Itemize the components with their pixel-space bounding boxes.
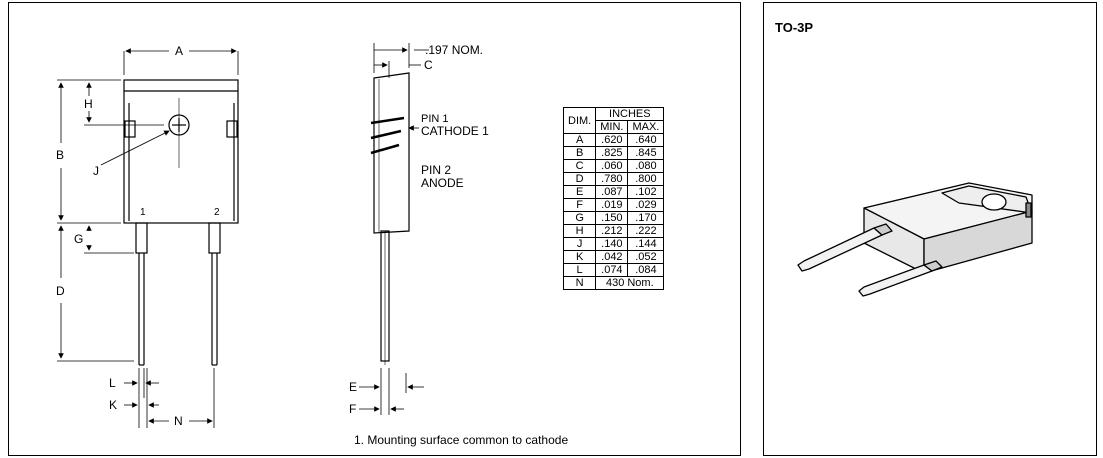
dim-cell: C xyxy=(562,159,597,173)
min-cell: .825 xyxy=(595,146,629,160)
header-min: MIN. xyxy=(595,120,629,134)
label-G: G xyxy=(74,232,83,246)
dim-cell: A xyxy=(562,133,597,147)
pin2-line2: ANODE xyxy=(421,176,464,190)
nom-cell: 430 Nom. xyxy=(595,276,665,290)
package-body-front xyxy=(123,79,239,224)
max-cell: .144 xyxy=(627,237,665,251)
table-row: C.060.080 xyxy=(562,159,665,173)
label-D: D xyxy=(56,284,65,298)
pin1-line2: CATHODE 1 xyxy=(421,124,489,138)
dim-cell: K xyxy=(562,250,597,264)
min-cell: .150 xyxy=(595,211,629,225)
dim-cell: H xyxy=(562,224,597,238)
package-body-side xyxy=(373,72,410,234)
max-cell: .800 xyxy=(627,172,665,186)
dim-cell: B xyxy=(562,146,597,160)
side-nom-label: .197 NOM. xyxy=(425,43,483,57)
min-cell: .140 xyxy=(595,237,629,251)
pin-number-1: 1 xyxy=(140,207,146,218)
min-cell: .780 xyxy=(595,172,629,186)
outline-drawing: A B H G D J L K N 1 2 .197 NOM. C PIN 1 … xyxy=(56,43,489,428)
dim-cell: J xyxy=(562,237,597,251)
max-cell: .052 xyxy=(627,250,665,264)
dim-cell: D xyxy=(562,172,597,186)
dim-cell: G xyxy=(562,211,597,225)
table-row: H.212.222 xyxy=(562,224,665,238)
dim-cell: E xyxy=(562,185,597,199)
max-cell: .222 xyxy=(627,224,665,238)
dimension-table: DIM. INCHES MIN. MAX. A.620.640 B.825.84… xyxy=(562,107,665,290)
header-max: MAX. xyxy=(627,120,665,134)
min-cell: .019 xyxy=(595,198,629,212)
min-cell: .620 xyxy=(595,133,629,147)
table-row: D.780.800 xyxy=(562,172,665,186)
max-cell: .102 xyxy=(627,185,665,199)
pin1-line1: PIN 1 xyxy=(421,113,449,125)
max-cell: .170 xyxy=(627,211,665,225)
footnote: 1. Mounting surface common to cathode xyxy=(354,433,569,447)
label-E: E xyxy=(349,380,357,394)
table-row: L.074.084 xyxy=(562,263,665,277)
max-cell: .640 xyxy=(627,133,665,147)
label-A: A xyxy=(175,44,183,58)
label-B: B xyxy=(56,148,64,162)
min-cell: .212 xyxy=(595,224,629,238)
package-3d-illustration xyxy=(797,182,1033,297)
label-J: J xyxy=(93,164,99,178)
header-dim: DIM. xyxy=(562,107,597,134)
table-row: J.140.144 xyxy=(562,237,665,251)
min-cell: .087 xyxy=(595,185,629,199)
max-cell: .080 xyxy=(627,159,665,173)
label-K: K xyxy=(109,398,117,412)
table-row: G.150.170 xyxy=(562,211,665,225)
table-row: A.620.640 xyxy=(562,133,665,147)
table-row: K.042.052 xyxy=(562,250,665,264)
table-row: E.087.102 xyxy=(562,185,665,199)
dim-cell: F xyxy=(562,198,597,212)
table-row: F.019.029 xyxy=(562,198,665,212)
max-cell: .029 xyxy=(627,198,665,212)
label-N: N xyxy=(174,414,183,428)
package-illustration-panel: TO-3P xyxy=(763,2,1097,456)
dimension-drawing-panel: A B H G D J L K N 1 2 .197 NOM. C PIN 1 … xyxy=(8,2,741,456)
header-inches: INCHES xyxy=(595,107,665,121)
label-L: L xyxy=(109,376,116,390)
max-cell: .084 xyxy=(627,263,665,277)
dim-cell: L xyxy=(562,263,597,277)
min-cell: .074 xyxy=(595,263,629,277)
pin2-line1: PIN 2 xyxy=(421,163,451,177)
min-cell: .042 xyxy=(595,250,629,264)
label-C: C xyxy=(424,58,433,72)
dim-cell: N xyxy=(562,276,597,290)
package-title: TO-3P xyxy=(775,20,814,35)
table-row: B.825.845 xyxy=(562,146,665,160)
max-cell: .845 xyxy=(627,146,665,160)
min-cell: .060 xyxy=(595,159,629,173)
label-H: H xyxy=(84,97,93,111)
pin-number-2: 2 xyxy=(214,207,220,218)
label-F: F xyxy=(349,402,356,416)
